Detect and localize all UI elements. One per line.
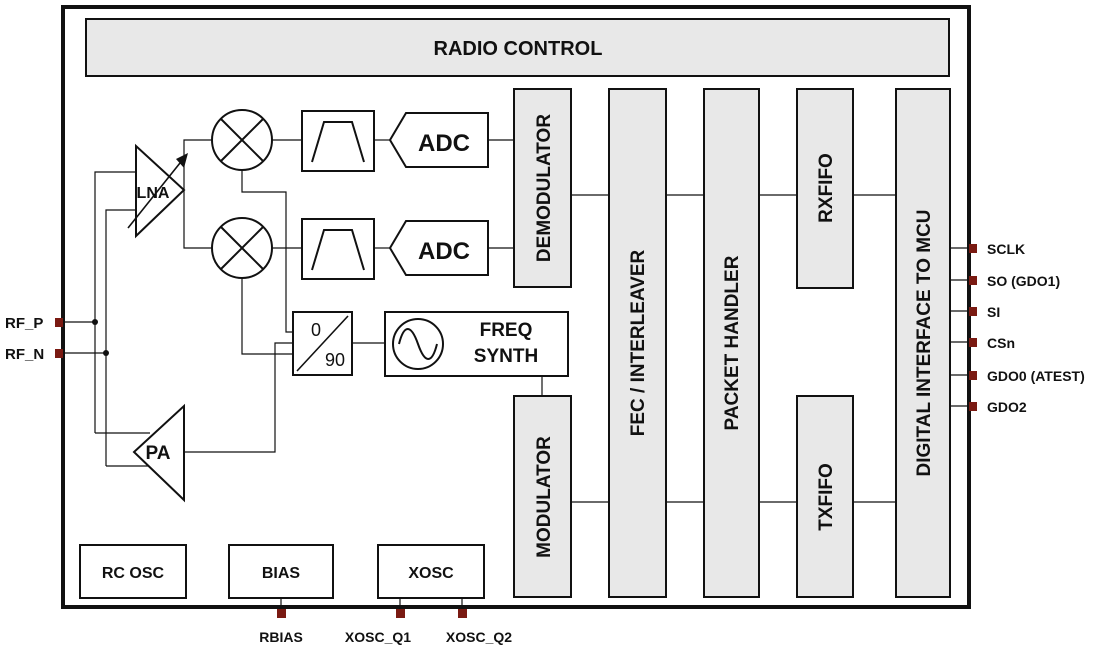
- si-pin: [969, 307, 977, 316]
- packet-handler-block: [703, 88, 760, 598]
- lna-label: LNA: [137, 185, 170, 202]
- phase-90-label: 90: [325, 350, 345, 370]
- adc-top-label: ADC: [418, 130, 470, 157]
- modulator-block: [513, 395, 572, 598]
- sclk-pin-label: SCLK: [987, 241, 1025, 257]
- packet-handler-label: PACKET HANDLER: [722, 255, 743, 430]
- pa-amplifier: [132, 403, 185, 503]
- sclk-pin: [969, 244, 977, 253]
- xosc-block: [377, 544, 485, 599]
- xosc-q1-pin-label: XOSC_Q1: [345, 629, 411, 645]
- si-pin-label: SI: [987, 304, 1000, 320]
- lna-variable-gain-arrow: [127, 157, 185, 229]
- rbias-pin: [277, 609, 286, 618]
- rf-p-junction: [92, 319, 98, 325]
- freq-synth-line1: FREQ: [480, 320, 533, 341]
- fec-interleaver-block: [608, 88, 667, 598]
- xosc-label: XOSC: [408, 565, 454, 582]
- demodulator-label: DEMODULATOR: [534, 114, 555, 262]
- radio-control-label: RADIO CONTROL: [434, 38, 603, 60]
- radio-control-block: [85, 18, 950, 77]
- xosc-q1-pin: [396, 609, 405, 618]
- rc-osc-label: RC OSC: [102, 565, 165, 582]
- pa-label: PA: [146, 443, 171, 464]
- so-pin: [969, 276, 977, 285]
- gdo2-pin-label: GDO2: [987, 399, 1027, 415]
- pin-markers: [55, 244, 977, 618]
- gdo0-pin: [969, 371, 977, 380]
- rbias-pin-label: RBIAS: [259, 629, 303, 645]
- lna-arrow-head-icon: [176, 153, 188, 168]
- rxfifo-block: [796, 88, 854, 289]
- modulator-label: MODULATOR: [534, 436, 555, 558]
- bias-block: [228, 544, 334, 599]
- adc-top-block: [388, 112, 489, 168]
- adc-bottom-label: ADC: [418, 238, 470, 265]
- digital-interface-label: DIGITAL INTERFACE TO MCU: [914, 209, 935, 476]
- rf-n-pin: [55, 349, 63, 358]
- fec-interleaver-label: FEC / INTERLEAVER: [628, 249, 649, 436]
- rc-osc-block: [79, 544, 187, 599]
- oscillator-icon: [392, 318, 444, 370]
- txfifo-block: [796, 395, 854, 598]
- csn-pin: [969, 338, 977, 347]
- rf-n-junction: [103, 350, 109, 356]
- gdo0-pin-label: GDO0 (ATEST): [987, 368, 1085, 384]
- demodulator-block: [513, 88, 572, 288]
- lna-amplifier: [135, 143, 186, 239]
- bandpass-filter-bottom: [301, 218, 375, 280]
- txfifo-label: TXFIFO: [816, 463, 837, 531]
- rf-p-pin: [55, 318, 63, 327]
- adc-bottom-block: [388, 220, 489, 276]
- mixer-bottom-icon: [211, 217, 273, 279]
- freq-synth-line2: SYNTH: [474, 346, 538, 367]
- bandpass-filter-top: [301, 110, 375, 172]
- gdo2-pin: [969, 402, 977, 411]
- rxfifo-label: RXFIFO: [816, 153, 837, 223]
- rf-n-pin-label: RF_N: [5, 346, 44, 363]
- xosc-q2-pin: [458, 609, 467, 618]
- bias-label: BIAS: [262, 565, 301, 582]
- csn-pin-label: CSn: [987, 335, 1015, 351]
- xosc-q2-pin-label: XOSC_Q2: [446, 629, 512, 645]
- so-pin-label: SO (GDO1): [987, 273, 1060, 289]
- digital-interface-block: [895, 88, 951, 598]
- mixer-top-icon: [211, 109, 273, 171]
- phase-splitter-divider: [296, 315, 349, 372]
- rf-p-pin-label: RF_P: [5, 315, 43, 332]
- signal-wires: [62, 139, 970, 609]
- phase-0-label: 0: [311, 320, 321, 340]
